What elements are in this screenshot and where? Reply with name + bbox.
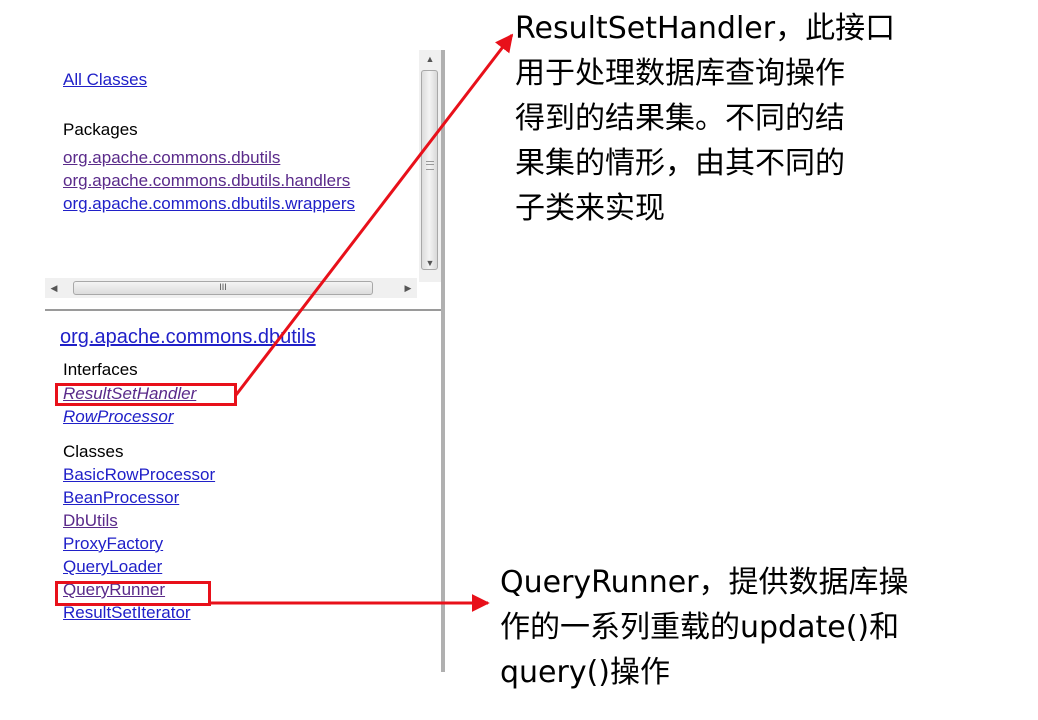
scrollbar-thumb[interactable]: III <box>73 281 373 295</box>
arrow-resultsethandler <box>234 33 514 396</box>
highlight-box-queryrunner <box>55 581 211 606</box>
package-classes-frame: org.apache.commons.dbutils Interfaces Re… <box>45 318 440 678</box>
scrollbar-thumb[interactable] <box>421 70 438 270</box>
annotation-queryrunner: QueryRunner，提供数据库操 作的一系列重载的update()和 que… <box>500 560 909 695</box>
list-item: QueryRunner <box>63 578 215 601</box>
package-link-handlers[interactable]: org.apache.commons.dbutils.handlers <box>63 171 351 190</box>
package-list: org.apache.commons.dbutils org.apache.co… <box>63 146 355 215</box>
frame-divider-horizontal[interactable] <box>45 309 442 311</box>
horizontal-scrollbar[interactable]: ◀ III ▶ <box>45 278 417 298</box>
list-item: ResultSetIterator <box>63 601 215 624</box>
class-link-queryloader[interactable]: QueryLoader <box>63 557 163 576</box>
list-item: RowProcessor <box>63 405 196 428</box>
annotation-resultsethandler: ResultSetHandler，此接口 用于处理数据库查询操作 得到的结果集。… <box>515 6 895 231</box>
interface-link-resultsethandler[interactable]: ResultSetHandler <box>63 384 197 403</box>
packages-frame: All Classes Packages org.apache.commons.… <box>45 50 417 282</box>
interfaces-heading: Interfaces <box>63 360 138 379</box>
list-item: BeanProcessor <box>63 486 215 509</box>
class-link-beanprocessor[interactable]: BeanProcessor <box>63 488 180 507</box>
list-item: QueryLoader <box>63 555 215 578</box>
class-link-queryrunner[interactable]: QueryRunner <box>63 580 166 599</box>
annotation-line: 作的一系列重载的update()和 <box>500 610 900 645</box>
list-item: org.apache.commons.dbutils <box>63 146 355 169</box>
annotation-line: query()操作 <box>500 655 671 690</box>
scroll-up-arrow-icon[interactable]: ▲ <box>425 54 435 64</box>
annotation-line: 用于处理数据库查询操作 <box>515 56 845 91</box>
package-title-link[interactable]: org.apache.commons.dbutils <box>60 326 316 348</box>
class-link-basicrowprocessor[interactable]: BasicRowProcessor <box>63 465 216 484</box>
list-item: ProxyFactory <box>63 532 215 555</box>
scroll-left-arrow-icon[interactable]: ◀ <box>50 283 58 293</box>
annotation-line: 子类来实现 <box>515 191 665 226</box>
scroll-down-arrow-icon[interactable]: ▼ <box>425 258 435 268</box>
list-item: org.apache.commons.dbutils.handlers <box>63 169 355 192</box>
packages-heading: Packages <box>63 120 138 139</box>
list-item: org.apache.commons.dbutils.wrappers <box>63 192 355 215</box>
annotation-line: 果集的情形，由其不同的 <box>515 146 845 181</box>
list-item: DbUtils <box>63 509 215 532</box>
interface-link-rowprocessor[interactable]: RowProcessor <box>63 407 174 426</box>
list-item: BasicRowProcessor <box>63 463 215 486</box>
class-list: BasicRowProcessor BeanProcessor DbUtils … <box>63 463 215 624</box>
frame-divider-vertical[interactable] <box>441 50 445 672</box>
scroll-right-arrow-icon[interactable]: ▶ <box>404 283 412 293</box>
annotation-line: QueryRunner，提供数据库操 <box>500 565 909 600</box>
list-item: ResultSetHandler <box>63 382 196 405</box>
class-link-resultsetiterator[interactable]: ResultSetIterator <box>63 603 191 622</box>
package-link-wrappers[interactable]: org.apache.commons.dbutils.wrappers <box>63 194 355 213</box>
all-classes-link[interactable]: All Classes <box>63 70 148 89</box>
annotation-line: ResultSetHandler，此接口 <box>515 11 896 46</box>
package-link-dbutils[interactable]: org.apache.commons.dbutils <box>63 148 281 167</box>
classes-heading: Classes <box>63 442 124 461</box>
class-link-proxyfactory[interactable]: ProxyFactory <box>63 534 164 553</box>
class-link-dbutils[interactable]: DbUtils <box>63 511 118 530</box>
interface-list: ResultSetHandler RowProcessor <box>63 382 196 428</box>
vertical-scrollbar[interactable]: ▲ ▼ <box>419 50 441 282</box>
grip-icon <box>426 161 434 170</box>
annotation-line: 得到的结果集。不同的结 <box>515 101 845 136</box>
